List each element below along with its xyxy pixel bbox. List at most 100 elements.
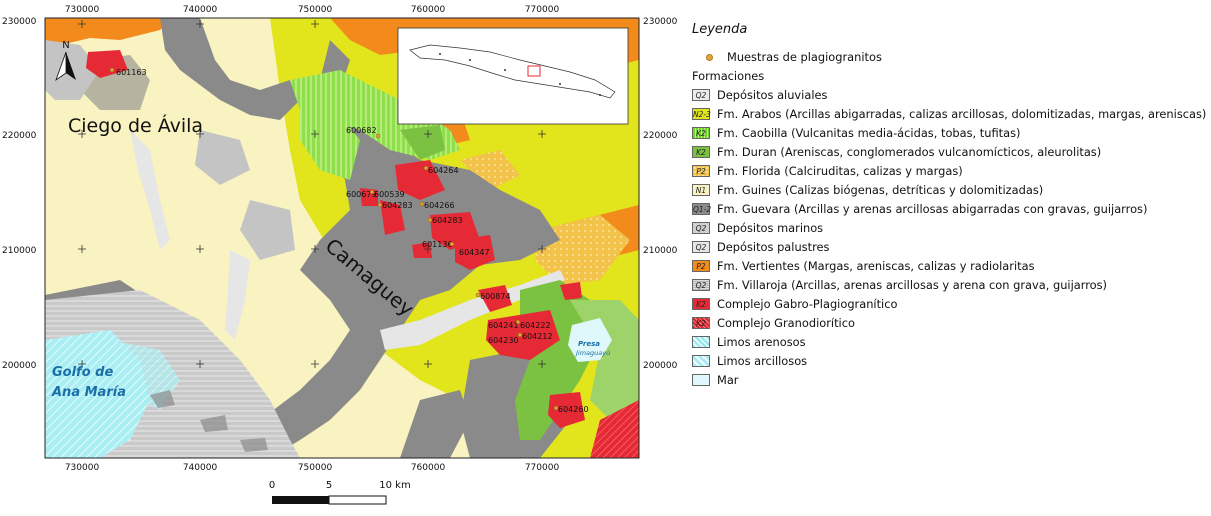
y-tick: 230000 [643,17,678,27]
sample-label: 604230 [488,336,519,345]
place-label-presa-2: Jimaguayú [574,349,610,357]
sample-label: 600679 [346,190,377,199]
legend-item: P2 Fm. Vertientes (Margas, areniscas, cal… [692,257,1207,276]
legend-swatch [692,374,710,386]
y-tick: 220000 [2,131,37,141]
y-tick: 200000 [2,361,37,371]
legend-item-label: Fm. Vertientes (Margas, areniscas, caliz… [717,259,1035,273]
legend-swatch: P2 [692,260,710,272]
scale-label-0: 0 [269,480,275,491]
inset-map [397,27,629,125]
sample-dot-icon [706,54,713,61]
y-tick: 210000 [2,246,37,256]
grid-crosses [78,20,546,368]
sample-label: 604264 [428,166,459,175]
legend-item: Limos arcillosos [692,352,1207,371]
sample-label: 604260 [558,405,589,414]
sample-label: 604283 [432,216,463,225]
legend-item: Q2 Depósitos palustres [692,238,1207,257]
sample-label: 600874 [480,292,511,301]
geologic-map[interactable]: N 730000 740000 750000 760000 770000 730… [0,0,690,512]
sample-label: 604212 [522,332,553,341]
legend-item: N1 Fm. Guines (Calizas biógenas, detrític… [692,181,1207,200]
legend-item-label: Mar [717,373,739,387]
sample-labels: 601163 600682 604264 600679 600539 60428… [116,68,589,414]
scale-label-10: 10 km [379,480,410,491]
sample-label: 604241 [488,321,519,330]
y-tick: 210000 [643,246,678,256]
y-tick: 200000 [643,361,678,371]
sample-label: 604283 [382,201,413,210]
legend-samples-label: Muestras de plagiogranitos [727,50,882,64]
legend-swatch: Q1-2 [692,203,712,215]
x-tick: 770000 [525,5,560,15]
sample-label: 604266 [424,201,455,210]
legend-samples-row: Muestras de plagiogranitos [692,48,1207,67]
sample-label: 601163 [116,68,147,77]
legend: Leyenda Muestras de plagiogranitos Forma… [692,20,1207,390]
legend-swatch: P2 [692,165,710,177]
sample-label: 604222 [520,321,551,330]
x-tick: 760000 [411,5,446,15]
legend-item-label: Complejo Granodiorítico [717,316,855,330]
legend-item-label: Fm. Caobilla (Vulcanitas media-ácidas, t… [717,126,1021,140]
legend-title: Leyenda [692,22,748,37]
x-tick: 750000 [298,5,333,15]
sample-points [109,67,559,411]
legend-item: Mar [692,371,1207,390]
place-label-presa-1: Presa [578,340,600,348]
legend-item: K2 Fm. Caobilla (Vulcanitas media-ácidas,… [692,124,1207,143]
legend-item-label: Fm. Guines (Calizas biógenas, detríticas… [717,183,1044,197]
legend-item-label: Depósitos aluviales [717,88,828,102]
legend-item-label: Fm. Arabos (Arcillas abigarradas, caliza… [717,107,1207,121]
legend-item: Q1-2 Fm. Guevara (Arcillas y arenas arcil… [692,200,1207,219]
place-label-golfo-2: Ana María [51,385,126,400]
legend-swatch [692,355,710,367]
legend-item-label: Depósitos palustres [717,240,830,254]
legend-item: K2 Fm. Duran (Areniscas, conglomerados vu… [692,143,1207,162]
legend-swatch: Q2 [692,279,710,291]
legend-item: K2 Complejo Granodiorítico [692,314,1207,333]
sample-label: 601136 [422,240,453,249]
legend-item: K2 Complejo Gabro-Plagiogranítico [692,295,1207,314]
legend-item: Q2 Depósitos aluviales [692,86,1207,105]
legend-item: Q2 Fm. Villaroja (Arcillas, arenas arcill… [692,276,1207,295]
legend-swatch [692,336,710,348]
north-label: N [62,40,69,51]
scale-bar: 0 5 10 km [269,480,411,505]
legend-item-label: Fm. Duran (Areniscas, conglomerados vulc… [717,145,1102,159]
legend-swatch: Q2 [692,241,710,253]
legend-item-label: Depósitos marinos [717,221,824,235]
legend-item: Limos arenosos [692,333,1207,352]
legend-item-label: Fm. Guevara (Arcillas y arenas arcillosa… [717,202,1148,216]
x-ticks-top: 730000 740000 750000 760000 770000 [65,5,560,15]
x-tick: 770000 [525,463,560,473]
x-tick: 730000 [65,5,100,15]
legend-swatch: K2 [692,317,710,329]
legend-swatch: Q2 [692,89,710,101]
y-tick: 220000 [643,131,678,141]
x-tick: 750000 [298,463,333,473]
sample-label: 600682 [346,126,377,135]
x-tick: 760000 [411,463,446,473]
legend-item: N2-3 Fm. Arabos (Arcillas abigarradas, ca… [692,105,1207,124]
legend-swatch: K2 [692,146,710,158]
sample-label: 600539 [374,190,405,199]
legend-swatch: K2 [692,298,710,310]
scale-label-5: 5 [326,480,332,491]
legend-swatch: K2 [692,127,710,139]
legend-formations-heading: Formaciones [692,69,765,83]
y-ticks-left: 230000 220000 210000 200000 [2,17,37,371]
legend-swatch: N1 [692,184,710,196]
y-ticks-right: 230000 220000 210000 200000 [643,17,678,371]
north-arrow-icon: N [55,40,76,82]
legend-item-label: Complejo Gabro-Plagiogranítico [717,297,898,311]
place-label-ciego: Ciego de Ávila [68,114,203,137]
legend-item-label: Limos arcillosos [717,354,808,368]
y-tick: 230000 [2,17,37,27]
legend-item-label: Fm. Villaroja (Arcillas, arenas arcillos… [717,278,1107,292]
legend-swatch: N2-3 [692,108,711,120]
